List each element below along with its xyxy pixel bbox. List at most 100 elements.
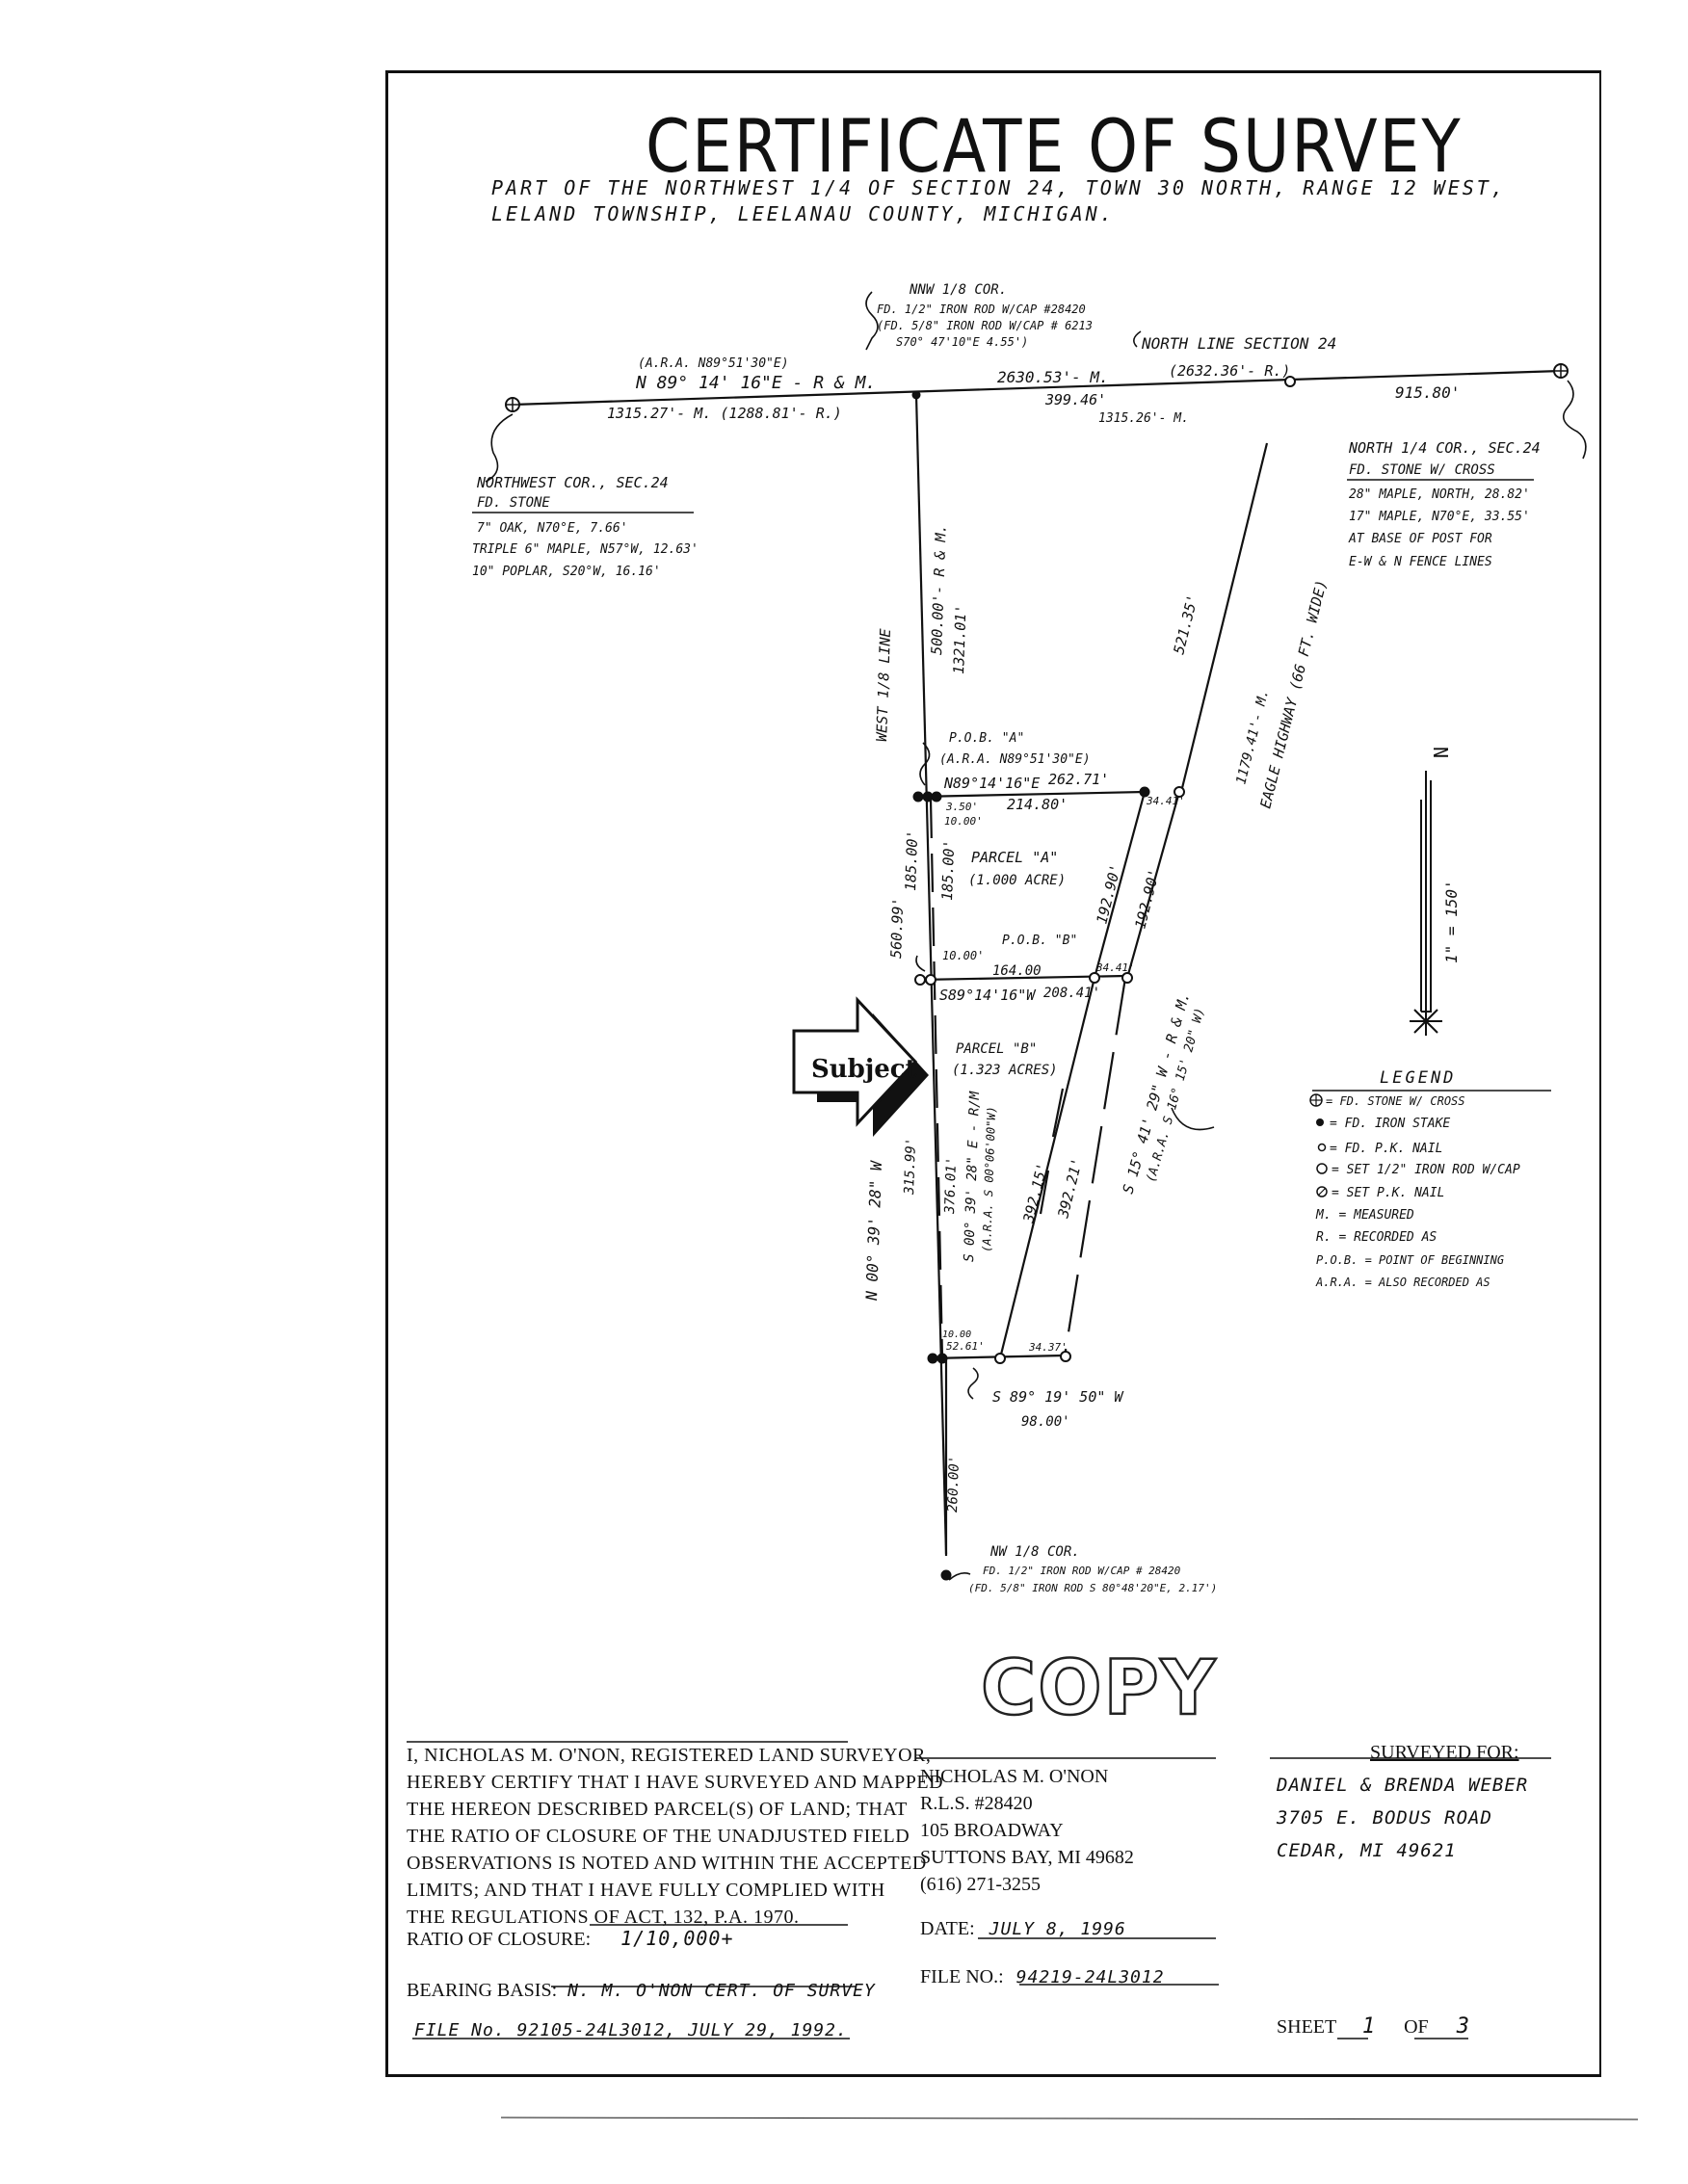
surveyed-for-heading: SURVEYED FOR: xyxy=(1370,1742,1519,1763)
nnw-fd2: (FD. 5/8" IRON ROD W/CAP # 6213 xyxy=(877,319,1093,332)
client-city: CEDAR, MI 49621 xyxy=(1277,1840,1457,1861)
sheet-current: 1 xyxy=(1361,2014,1377,2039)
cert-line: HEREBY CERTIFY THAT I HAVE SURVEYED AND … xyxy=(407,1772,944,1793)
bearing-s89b: S 89° 19' 50" W xyxy=(992,1388,1124,1406)
north-arrow-icon xyxy=(1410,771,1442,1036)
legend-item: = FD. IRON STAKE xyxy=(1330,1117,1450,1131)
n4-corner-label: NORTH 1/4 COR., SEC.24 xyxy=(1348,439,1541,457)
parcel-b-area: (1.323 ACRES) xyxy=(952,1063,1058,1078)
legend-item: R. = RECORDED AS xyxy=(1316,1230,1437,1245)
bearing-basis-value: N. M. O'NON CERT. OF SURVEY xyxy=(567,1981,876,2001)
bearing-s89: S89°14'16"W xyxy=(939,987,1037,1004)
iron-stake-icon xyxy=(1316,1118,1324,1126)
legend-item: A.R.A. = ALSO RECORDED AS xyxy=(1315,1276,1490,1289)
dist-315: 315.99' xyxy=(902,1138,919,1197)
n4-fd: FD. STONE W/ CROSS xyxy=(1349,462,1495,478)
north-letter: N xyxy=(1429,747,1452,758)
dist-5261: 52.61' xyxy=(946,1340,985,1353)
pob-a-bearing: N89°14'16"E xyxy=(943,775,1040,792)
bearing-basis: BEARING BASIS: N. M. O'NON CERT. OF SURV… xyxy=(407,1977,876,2005)
nw-fd: FD. STONE xyxy=(477,495,550,511)
copy-stamp: COPY xyxy=(980,1645,1218,1734)
ratio-value: 1/10,000+ xyxy=(620,1927,734,1950)
sheet-number: SHEET 1 OF 3 xyxy=(1277,2013,1470,2040)
dist-350: 3.50' xyxy=(945,801,978,813)
dist-19290a: 192.90' xyxy=(1093,862,1124,926)
dist-260: 260.00' xyxy=(945,1456,963,1513)
subtitle-line-1: PART OF THE NORTHWEST 1/4 OF SECTION 24,… xyxy=(491,176,1506,199)
legend-item: P.O.B. = POINT OF BEGINNING xyxy=(1316,1253,1504,1267)
dist-500: 500.00'- R & M. xyxy=(928,524,950,655)
surveyor-city: SUTTONS BAY, MI 49682 xyxy=(920,1847,1134,1868)
ara-top: (A.R.A. N89°51'30"E) xyxy=(638,356,789,371)
dist-392a: 392.15' xyxy=(1019,1161,1051,1225)
dist-1000b: 10.00' xyxy=(942,949,984,962)
dist-164: 164.00 xyxy=(992,963,1042,979)
surveyor-info: NICHOLAS M. O'NON R.L.S. #28420 105 BROA… xyxy=(920,1763,1134,1898)
nnw-fd3: S70° 47'10"E 4.55') xyxy=(896,335,1028,349)
n4-tree4: E-W & N FENCE LINES xyxy=(1349,555,1492,569)
nw8-fd1: FD. 1/2" IRON ROD W/CAP # 28420 xyxy=(983,1565,1181,1577)
dist-3441b: 34.41' xyxy=(1095,961,1135,974)
bearing-basis-label: BEARING BASIS: xyxy=(407,1980,558,2001)
north-line-label: NORTH LINE SECTION 24 xyxy=(1141,334,1336,353)
dist-214: 214.80' xyxy=(1007,796,1068,813)
sheet-label: SHEET xyxy=(1277,2016,1336,2038)
legend-title: LEGEND xyxy=(1380,1068,1456,1088)
sheet-of-label: OF xyxy=(1404,2016,1429,2038)
dist-208: 208.41' xyxy=(1043,986,1100,1001)
pob-a-label: P.O.B. "A" xyxy=(949,731,1024,746)
ratio-label: RATIO OF CLOSURE: xyxy=(407,1929,592,1950)
subject-arrow-icon: Subject xyxy=(792,996,929,1137)
subtitle-line-2: LELAND TOWNSHIP, LEELANAU COUNTY, MICHIG… xyxy=(491,202,1115,225)
legend-item: = FD. P.K. NAIL xyxy=(1330,1142,1442,1156)
dist-1321: 1321.01' xyxy=(950,604,970,674)
dist-1315: 1315.27'- M. (1288.81'- R.) xyxy=(607,405,842,422)
dist-9800: 98.00' xyxy=(1021,1414,1070,1430)
legend-item: = SET P.K. NAIL xyxy=(1332,1186,1444,1200)
surveyor-name: NICHOLAS M. O'NON xyxy=(920,1766,1109,1787)
n4-tree3: AT BASE OF POST FOR xyxy=(1348,532,1492,546)
cert-line: THE HEREON DESCRIBED PARCEL(S) OF LAND; … xyxy=(407,1799,908,1820)
dist-392b: 392.21' xyxy=(1054,1156,1086,1221)
nw-tree3: 10" POPLAR, S20°W, 16.16' xyxy=(472,565,661,579)
dist-560: 560.99' xyxy=(887,897,907,959)
file-number: FILE NO.: 94219-24L3012 xyxy=(920,1963,1165,1991)
nw-corner-label: NORTHWEST COR., SEC.24 xyxy=(476,474,669,491)
dist-915: 915.80' xyxy=(1395,383,1460,402)
pk-nail-icon xyxy=(1317,1143,1327,1152)
subject-label: Subject xyxy=(811,1055,917,1084)
nw8-corner-label: NW 1/8 COR. xyxy=(989,1544,1080,1560)
dist-1000c: 10.00 xyxy=(942,1329,971,1340)
nw-tree1: 7" OAK, N70°E, 7.66' xyxy=(477,521,628,536)
dist-1000a: 10.00' xyxy=(944,815,983,828)
pob-b-label: P.O.B. "B" xyxy=(1002,934,1077,948)
bearing-top: N 89° 14' 16"E - R & M. xyxy=(635,373,876,393)
prior-file-reference: FILE No. 92105-24L3012, JULY 29, 1992. xyxy=(414,2020,848,2040)
bearing-n00: N 00° 39' 28" W xyxy=(862,1160,885,1302)
date-value: JULY 8, 1996 xyxy=(989,1919,1126,1939)
client-street: 3705 E. BODUS ROAD xyxy=(1277,1807,1492,1829)
certification-block: I, NICHOLAS M. O'NON, REGISTERED LAND SU… xyxy=(407,1742,943,1931)
file-number-label: FILE NO.: xyxy=(920,1966,1004,1987)
dist-521: 521.35' xyxy=(1170,592,1201,656)
surveyor-street: 105 BROADWAY xyxy=(920,1820,1064,1841)
surveyor-rls: R.L.S. #28420 xyxy=(920,1793,1033,1814)
dist-399: 399.46' xyxy=(1044,391,1106,408)
dist-2632: (2632.36'- R.) xyxy=(1169,362,1290,380)
date-label: DATE: xyxy=(920,1918,975,1939)
legend-item: M. = MEASURED xyxy=(1315,1208,1414,1223)
client-info: DANIEL & BRENDA WEBER 3705 E. BODUS ROAD… xyxy=(1277,1769,1528,1867)
legend-item: = SET 1/2" IRON ROD W/CAP xyxy=(1332,1163,1520,1177)
survey-sheet-border xyxy=(385,70,1601,2077)
nnw-fd1: FD. 1/2" IRON ROD W/CAP #28420 xyxy=(877,303,1086,316)
dist-3437: 34.37' xyxy=(1028,1341,1068,1354)
nw8-fd2: (FD. 5/8" IRON ROD S 80°48'20"E, 2.17') xyxy=(968,1582,1217,1594)
file-number-value: 94219-24L3012 xyxy=(1015,1967,1165,1987)
surveyor-phone: (616) 271-3255 xyxy=(920,1874,1041,1895)
survey-date: DATE: JULY 8, 1996 xyxy=(920,1915,1126,1943)
dist-185a: 185.00' xyxy=(902,829,921,891)
pob-a-ara: (A.R.A. N89°51'30"E) xyxy=(939,752,1091,767)
cert-line: I, NICHOLAS M. O'NON, REGISTERED LAND SU… xyxy=(407,1745,932,1766)
dist-262: 262.71' xyxy=(1048,771,1109,788)
